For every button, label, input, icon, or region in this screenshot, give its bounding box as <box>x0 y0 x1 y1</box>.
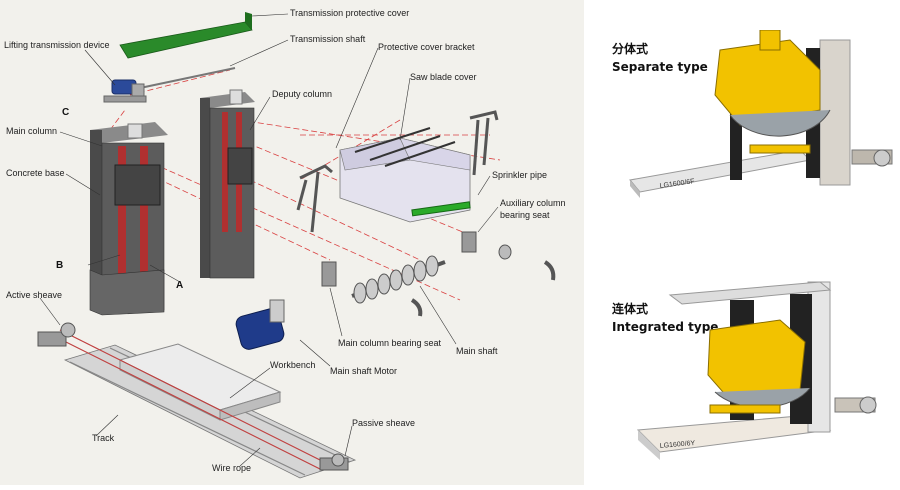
passive-sheave <box>319 453 349 471</box>
label-main-column: Main column <box>6 126 57 136</box>
label-auxiliary-column-bearing-seat-line2: bearing seat <box>500 210 550 220</box>
separate-type-photo: LG1600/6F <box>629 30 893 198</box>
auxiliary-column-bearing-seat <box>461 231 556 281</box>
label-deputy-column: Deputy column <box>272 89 332 99</box>
separate-type-english: Separate type <box>612 60 708 74</box>
label-transmission-protective-cover: Transmission protective cover <box>290 8 409 18</box>
leader-lines <box>39 13 499 467</box>
label-wire-rope: Wire rope <box>212 463 251 473</box>
main-shaft-motor <box>235 299 285 350</box>
label-active-sheave: Active sheave <box>6 290 62 300</box>
transmission-shaft <box>139 67 236 89</box>
saw-blade-cover <box>339 127 471 223</box>
letter-c: C <box>62 107 69 118</box>
diagram-svg: Transmission protective cover Transmissi… <box>4 8 566 479</box>
label-main-shaft: Main shaft <box>456 346 498 356</box>
integrated-type-photo: LG1600/6Y <box>636 281 877 460</box>
separate-type-chinese: 分体式 <box>612 42 649 56</box>
separate-type-caption: 分体式 Separate type <box>612 42 708 74</box>
lifting-transmission-device <box>103 79 147 103</box>
separate-type-plate: LG1600/6F <box>659 178 695 190</box>
letter-b: B <box>56 260 63 271</box>
label-passive-sheave: Passive sheave <box>352 418 415 428</box>
integrated-type-chinese: 连体式 <box>612 302 649 316</box>
label-track: Track <box>92 433 115 443</box>
label-sprinkler-pipe: Sprinkler pipe <box>492 170 547 180</box>
wire-rope <box>59 329 323 471</box>
label-main-shaft-motor: Main shaft Motor <box>330 366 397 376</box>
active-sheave <box>37 322 76 347</box>
concrete-base <box>89 269 165 316</box>
label-main-column-bearing-seat: Main column bearing seat <box>338 338 442 348</box>
integrated-type-caption: 连体式 Integrated type <box>612 302 718 334</box>
protective-cover-bracket <box>296 110 499 233</box>
label-concrete-base: Concrete base <box>6 168 65 178</box>
sprinkler-pipe <box>411 201 471 217</box>
letter-a: A <box>176 280 183 291</box>
main-column-bearing-seat <box>321 261 423 317</box>
label-auxiliary-column-bearing-seat-line1: Auxiliary column <box>500 198 566 208</box>
integrated-type-english: Integrated type <box>612 320 719 334</box>
exploded-diagram: Transmission protective cover Transmissi… <box>0 0 584 485</box>
deputy-column <box>200 89 255 279</box>
label-protective-cover-bracket: Protective cover bracket <box>378 42 475 52</box>
label-saw-blade-cover: Saw blade cover <box>410 72 477 82</box>
label-workbench: Workbench <box>270 360 315 370</box>
transmission-protective-cover <box>119 21 253 59</box>
integrated-type-plate: LG1600/6Y <box>660 440 696 450</box>
label-transmission-shaft: Transmission shaft <box>290 34 366 44</box>
label-lifting-transmission-device: Lifting transmission device <box>4 40 110 50</box>
main-shaft <box>351 255 446 304</box>
